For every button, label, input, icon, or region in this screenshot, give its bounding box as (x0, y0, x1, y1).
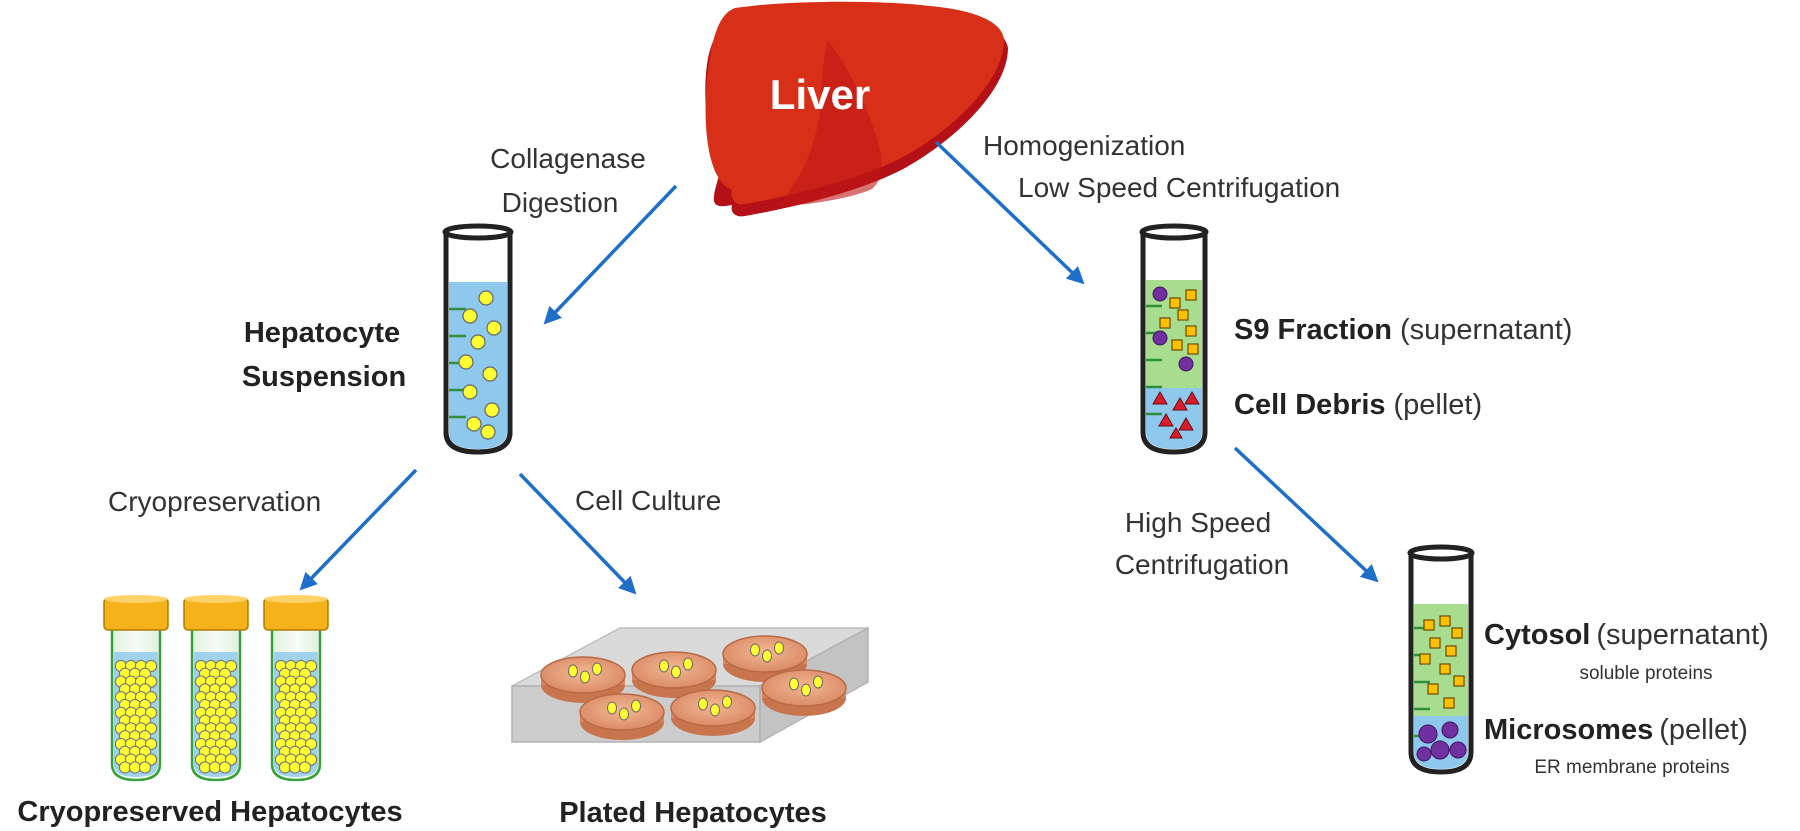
vial-cells (114, 659, 158, 774)
culture-plate (511, 626, 869, 744)
s9-fraction-label: S9 Fraction(supernatant) (1234, 314, 1572, 346)
step-cell-culture: Cell Culture (575, 485, 721, 516)
step-homogenization-line2: Low Speed Centrifugation (1018, 172, 1340, 203)
step-high-speed-line1: High Speed (1125, 507, 1271, 538)
step-cryopreservation: Cryopreservation (108, 486, 321, 517)
cryovial (263, 595, 329, 782)
culture-dish (540, 656, 626, 703)
step-collagenase-line1: Collagenase (490, 143, 646, 174)
arrow-homogenization (934, 140, 1085, 285)
s9-fraction-tube (1139, 223, 1209, 455)
step-collagenase-line2: Digestion (502, 187, 619, 218)
cytosol-microsomes-tube (1407, 544, 1475, 775)
step-homogenization-line1: Homogenization (983, 130, 1185, 161)
microsomes-detail: (pellet) (1659, 714, 1748, 746)
cryopreserved-caption: Cryopreserved Hepatocytes (17, 796, 402, 828)
liver-illustration (705, 1, 1008, 217)
culture-dish (761, 669, 847, 716)
cell-debris-detail: (pellet) (1394, 389, 1483, 421)
cytosol-label: Cytosol(supernatant) (1484, 619, 1769, 651)
step-high-speed-line2: Centrifugation (1115, 549, 1289, 580)
cell-debris-name: Cell Debris (1234, 389, 1386, 421)
cytosol-name: Cytosol (1484, 619, 1590, 651)
microsomes-note: ER membrane proteins (1534, 757, 1729, 778)
cryopreserved-vials (103, 595, 329, 782)
microsomes-name: Microsomes (1484, 714, 1653, 746)
hepatocyte-suspension-line2: Suspension (242, 361, 406, 393)
microsomes-label: Microsomes(pellet) (1484, 714, 1748, 746)
cell-debris-label: Cell Debris(pellet) (1234, 389, 1482, 421)
cytosol-detail: (supernatant) (1596, 619, 1769, 651)
hepatocyte-suspension-tube (442, 223, 514, 455)
culture-dishes (540, 635, 847, 740)
plated-caption: Plated Hepatocytes (559, 797, 827, 829)
vial-cells (274, 659, 318, 774)
culture-dish (670, 689, 756, 736)
cytosol-note: soluble proteins (1579, 663, 1712, 684)
culture-dish (631, 651, 717, 698)
cryovial (103, 595, 169, 782)
arrow-cell-culture (518, 472, 637, 595)
s9-fraction-detail: (supernatant) (1400, 314, 1573, 346)
arrow-collagenase (543, 184, 678, 325)
liver-label: Liver (770, 71, 870, 118)
hepatocyte-suspension-line1: Hepatocyte (244, 317, 400, 349)
arrow-high-speed (1233, 446, 1379, 583)
cryovial (183, 595, 249, 782)
s9-fraction-name: S9 Fraction (1234, 314, 1392, 346)
arrow-cryopreservation (299, 468, 418, 591)
vial-cells (194, 659, 238, 774)
culture-dish (579, 693, 665, 740)
